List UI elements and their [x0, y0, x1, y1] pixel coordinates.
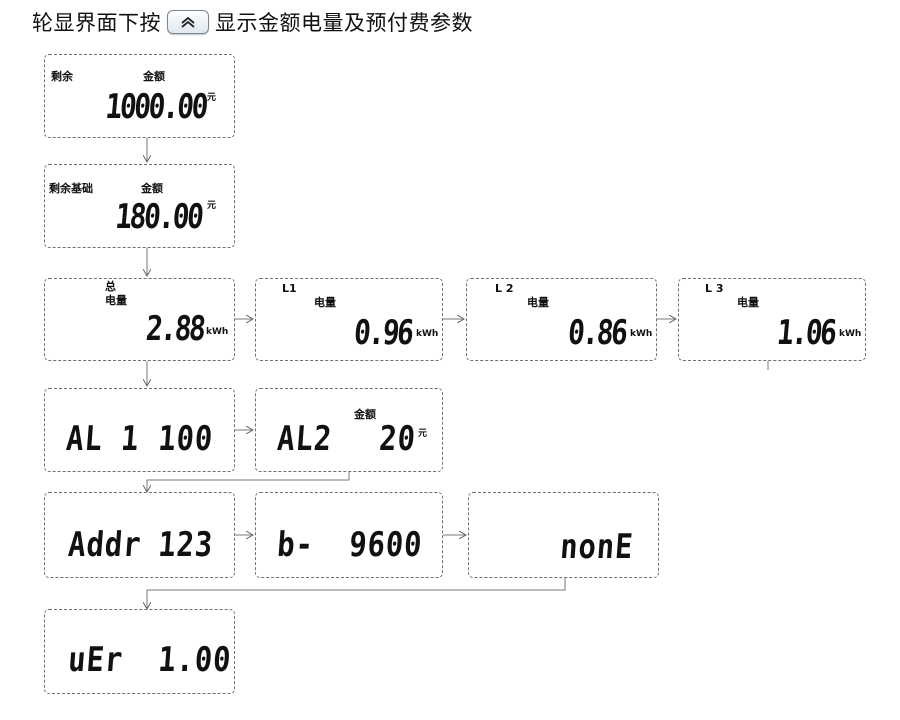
header-text-after: 显示金额电量及预付费参数 [215, 11, 473, 35]
screen-remaining-base: 剩余基础 金额 180.00 元 [44, 164, 235, 248]
label-energy: 电量 [105, 294, 127, 307]
label-phase-l1: L1 [282, 282, 297, 295]
value-al2: 20 [377, 419, 418, 459]
code-al1: AL 1 [64, 419, 141, 459]
code-baud: b- [275, 525, 316, 565]
unit-yuan: 元 [418, 429, 428, 439]
code-addr: Addr [66, 525, 143, 565]
unit-yuan: 元 [207, 201, 217, 211]
value-l2-energy: 0.86 [566, 313, 628, 353]
screen-alarm2: AL2 金额 20 元 [255, 388, 443, 472]
label-amount: 金额 [354, 408, 376, 421]
header-text-before: 轮显界面下按 [32, 11, 161, 35]
unit-kwh: kWh [206, 327, 229, 337]
label-amount: 金额 [143, 70, 165, 83]
screen-l3-energy: L 3 电量 1.06 kWh [678, 278, 866, 361]
code-al2: AL2 [275, 419, 334, 459]
code-version: uEr [66, 640, 125, 680]
screen-parity: nonE [468, 492, 659, 578]
value-total-energy: 2.88 [144, 309, 206, 349]
screen-address: Addr 123 [44, 492, 235, 578]
label-energy: 电量 [527, 296, 549, 309]
value-version: 1.00 [156, 640, 233, 680]
screen-l2-energy: L 2 电量 0.86 kWh [466, 278, 657, 361]
screen-baud-rate: b- 9600 [255, 492, 443, 578]
label-phase-l3: L 3 [705, 282, 724, 295]
label-phase-l2: L 2 [495, 282, 514, 295]
label-amount: 金额 [141, 182, 163, 195]
label-remaining-base: 剩余基础 [49, 182, 93, 195]
header-title: 轮显界面下按 显示金额电量及预付费参数 [32, 6, 473, 38]
label-total: 总 [105, 280, 116, 293]
arrow-parity-ver [147, 578, 566, 609]
value-al1: 100 [156, 419, 215, 459]
arrow-al2-addr [147, 472, 350, 492]
screen-version: uEr 1.00 [44, 609, 235, 694]
unit-kwh: kWh [416, 329, 439, 339]
value-addr: 123 [156, 525, 215, 565]
value-remaining-amount: 1000.00 [103, 87, 208, 127]
screen-remaining-amount: 剩余 金额 1000.00 元 [44, 54, 235, 138]
unit-kwh: kWh [839, 329, 862, 339]
unit-kwh: kWh [630, 329, 653, 339]
label-energy: 电量 [737, 296, 759, 309]
screen-alarm1: AL 1 100 [44, 388, 235, 472]
value-remaining-base: 180.00 [113, 197, 204, 237]
screen-l1-energy: L1 电量 0.96 kWh [255, 278, 443, 361]
value-l3-energy: 1.06 [775, 313, 837, 353]
screen-total-energy: 总 电量 2.88 kWh [44, 278, 235, 361]
value-baud: 9600 [347, 525, 424, 565]
value-parity: nonE [558, 527, 635, 567]
unit-yuan: 元 [207, 93, 217, 103]
value-l1-energy: 0.96 [352, 313, 414, 353]
double-chevron-up-icon [167, 10, 209, 34]
label-remaining: 剩余 [51, 70, 73, 83]
label-energy: 电量 [314, 296, 336, 309]
